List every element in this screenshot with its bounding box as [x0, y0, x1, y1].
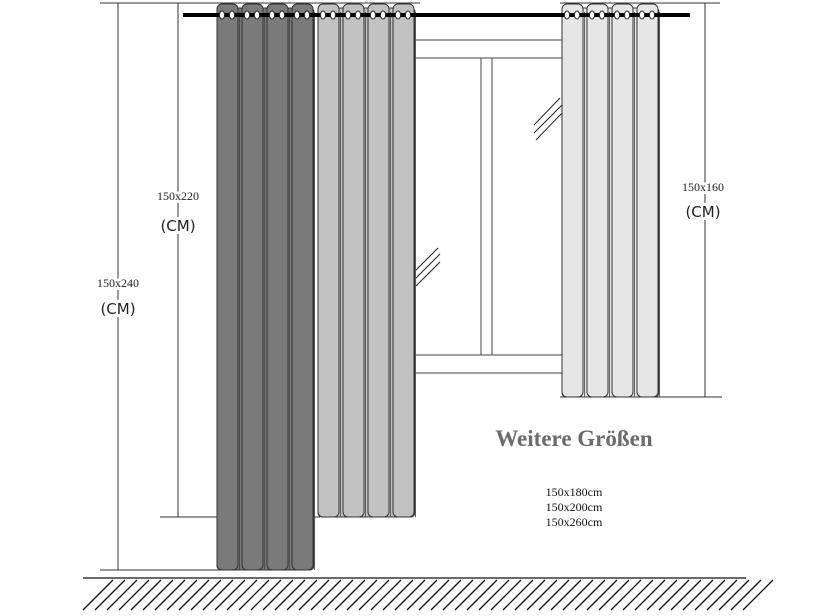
grommet-icon [638, 10, 646, 20]
grommet-icon [573, 10, 581, 20]
size-label-160: 150x160 [682, 180, 724, 194]
grommet-icon [253, 10, 261, 20]
curtain-160 [561, 3, 660, 398]
grommet-icon [278, 10, 286, 20]
grommet-icon [369, 10, 377, 20]
curtain-pleat [367, 3, 390, 518]
more-size-item: 150x200cm [546, 500, 603, 514]
grommet-icon [228, 10, 236, 20]
grommet-icon [563, 10, 571, 20]
curtain-pleat [636, 3, 659, 398]
curtain-pleat [611, 3, 634, 398]
curtain-pleat [241, 3, 264, 571]
curtain-pleat [586, 3, 609, 398]
grommet-icon [268, 10, 276, 20]
unit-label-220: (CM) [160, 217, 195, 235]
curtain-pleat [216, 3, 239, 571]
grommet-icon [218, 10, 226, 20]
grommet-icon [598, 10, 606, 20]
size-label-240: 150x240 [97, 276, 139, 290]
floor [82, 577, 774, 611]
grommet-icon [394, 10, 402, 20]
curtain-pleat [342, 3, 365, 518]
curtain-pleat [392, 3, 415, 518]
grommet-icon [379, 10, 387, 20]
grommet-icon [303, 10, 311, 20]
curtain-pleat [317, 3, 340, 518]
grommet-icon [623, 10, 631, 20]
curtain-pleat [291, 3, 314, 571]
grommet-icon [319, 10, 327, 20]
size-label-220: 150x220 [157, 189, 199, 203]
grommet-icon [243, 10, 251, 20]
curtain-220 [317, 3, 416, 518]
more-sizes-title: Weitere Größen [495, 426, 653, 451]
grommet-icon [344, 10, 352, 20]
curtain-pleat [266, 3, 289, 571]
grommet-icon [648, 10, 656, 20]
grommet-icon [293, 10, 301, 20]
curtain-240 [216, 3, 315, 571]
more-size-item: 150x180cm [546, 485, 603, 499]
grommet-icon [404, 10, 412, 20]
grommet-icon [613, 10, 621, 20]
curtain-pleat [561, 3, 584, 398]
grommet-icon [588, 10, 596, 20]
more-size-item: 150x260cm [546, 515, 603, 529]
grommet-icon [354, 10, 362, 20]
unit-label-240: (CM) [100, 300, 135, 318]
grommet-icon [329, 10, 337, 20]
unit-label-160: (CM) [685, 203, 720, 221]
window [414, 39, 564, 374]
glass-reflection-hatch [415, 97, 563, 287]
